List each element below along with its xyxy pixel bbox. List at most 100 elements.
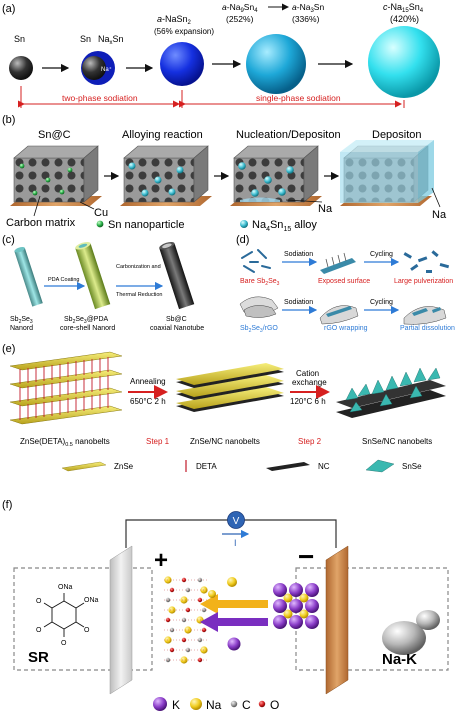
exposed-surface-rod [320,252,356,274]
rod-spikes [325,252,347,268]
label-nanord: Nanord [10,325,33,332]
cube-top [123,145,209,159]
label-na9sn4: a-Na9Sn4 [222,2,258,14]
label-znse-nc: ZnSe/NC nanobelts [190,437,260,446]
na-atom [299,593,309,603]
panel-c: (c) PDA Coating Carbonization and Therma… [2,234,204,332]
coaxial-nanotube [159,241,195,310]
label-core-shell: core-shell Nanord [60,325,115,332]
legend-na-swatch [190,698,202,710]
panel-b: (b) Sn@C Alloying reaction Nucleation/De… [2,114,447,233]
legend-sn-np: Sn nanoparticle [108,219,184,231]
sr-crystal-lattice [164,576,208,664]
core-shell-nanorod [75,241,111,310]
alloy-np [128,162,136,170]
cube-side [193,145,209,203]
na-layer-side [418,140,434,203]
stage-nucleation: Nucleation/Depositon [236,129,341,141]
deta-lines [19,357,109,420]
deta-row-2 [19,375,109,402]
label-na-deposit: Na [318,203,333,215]
legend-o: O [270,698,279,712]
legend-snse: SnSe [402,462,422,471]
label-cation-cond: 120°C 6 h [290,397,326,406]
label-exposed: Exposed surface [318,278,370,285]
znse-deta-nanobelts [9,351,123,425]
nasn2-sphere [160,42,204,86]
carbon-cube-1 [10,145,102,206]
sn-np [32,190,38,196]
bond [75,602,85,609]
na-layer-front [340,152,418,203]
rgo-wrap [319,305,359,325]
znse-nc-nanobelts [176,363,284,412]
label-carbonization: Carbonization and [116,264,161,270]
fragment [403,252,412,259]
partial-dissolution [403,306,447,325]
rod [241,251,253,259]
tube-body [159,243,195,310]
sr-molecule [43,593,85,637]
na-layer-top [340,140,434,152]
residual-rod [432,307,441,313]
label-na3sn: a-Na3Sn [292,2,324,14]
snse-sheet [379,393,393,407]
snse-sheet [349,401,363,413]
fragment [439,262,450,269]
sn-core [82,56,106,80]
k-atom [289,583,303,597]
fragment [431,250,439,258]
label-sodiation-1: Sodiation [284,251,313,258]
nc-belt [336,380,446,408]
label-dissolution: Partial dissolution [400,325,455,332]
fragment [417,256,428,263]
lattice-na-atom [180,656,188,664]
legend-o-swatch [258,700,266,708]
sr-ona-2: ONa [84,597,99,604]
carbon-cube-4 [340,140,434,206]
wire-left [125,519,228,548]
rod [257,249,267,259]
lattice-o-atom [169,647,175,653]
anode-minus: − [298,541,314,572]
label-pda-coating: PDA Coating [48,277,80,283]
znse-belt [176,387,284,409]
legend-alloy: Na4Sn15 alloy [252,219,317,233]
rod [261,265,271,269]
wrapped-rod [326,306,352,317]
legend-nc-swatch [266,462,310,471]
migrating-k [227,637,241,651]
lattice-na-atom [180,596,188,604]
snse-sheet [345,387,359,401]
belt-stack-layer [9,405,123,425]
lattice-o-atom [181,637,187,643]
label-pulverization: Large pulverization [394,278,453,285]
cube-top [233,145,319,159]
label-annealing: Annealing [130,377,166,386]
label-exchange: exchange [292,378,327,387]
deta-row-1 [19,357,109,384]
cathode-plus: + [154,547,168,574]
sn-sphere [9,56,33,80]
na-ion-label: Na⁺ [101,66,112,73]
na-ion-arrow [200,594,268,614]
sn-np [67,167,73,173]
rgo-sheets [239,296,279,318]
na-atom [283,593,293,603]
panel-d: (d) Bare Sb2Se3 Sodiation Exposed surfac… [236,234,455,334]
label-step1: Step 1 [146,437,170,446]
core-cap [78,243,88,248]
legend-c: C [242,698,251,712]
snse-sheet [357,383,371,397]
legend-znse: ZnSe [114,462,134,471]
alloy-np [154,176,162,184]
label-cation: Cation [296,369,319,378]
label-cycling-2: Cycling [370,299,393,306]
sn-np [59,189,65,195]
snse-nc-nanobelts [336,367,446,418]
na-k-droplet-large [382,621,426,655]
k-atom [305,615,319,629]
na-atom [283,609,293,619]
leader-carbon [33,195,41,217]
bond [43,602,53,609]
